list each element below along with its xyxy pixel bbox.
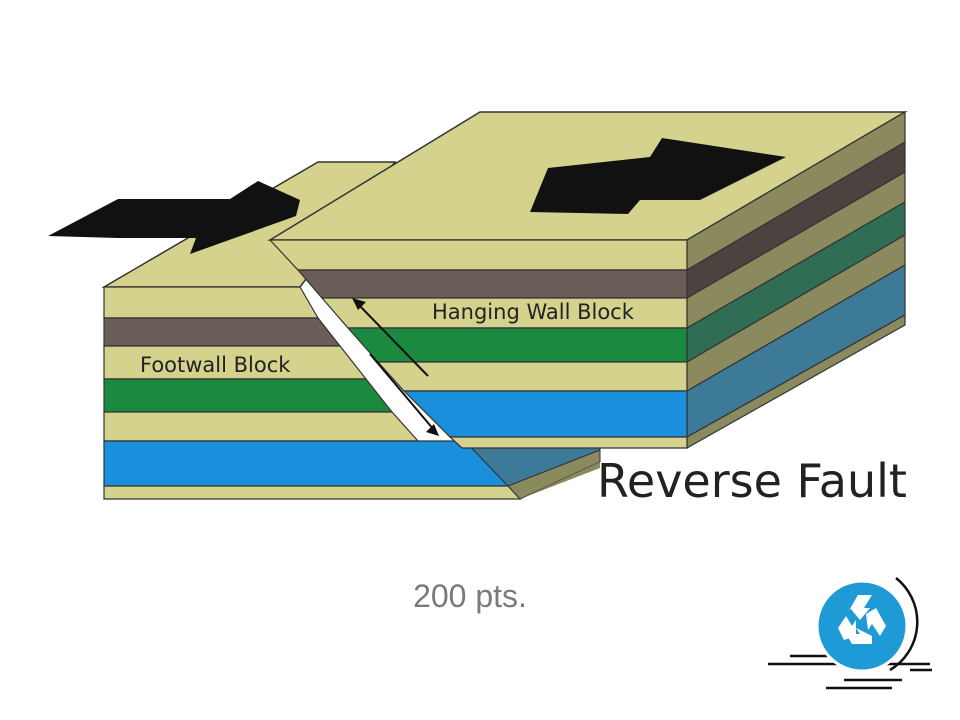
footwall-label: Footwall Block	[140, 353, 291, 377]
recycle-icon-symbol	[838, 595, 886, 644]
hanging-wall-label: Hanging Wall Block	[432, 300, 635, 324]
recycle-icon[interactable]	[760, 560, 960, 720]
slip-arrows	[352, 298, 439, 436]
points-label: 200 pts.	[413, 578, 527, 614]
right-compression-arrow	[530, 138, 786, 214]
left-compression-arrow	[48, 181, 300, 254]
diagram-title: Reverse Fault	[597, 454, 907, 508]
recycle-icon-circle	[815, 579, 909, 673]
